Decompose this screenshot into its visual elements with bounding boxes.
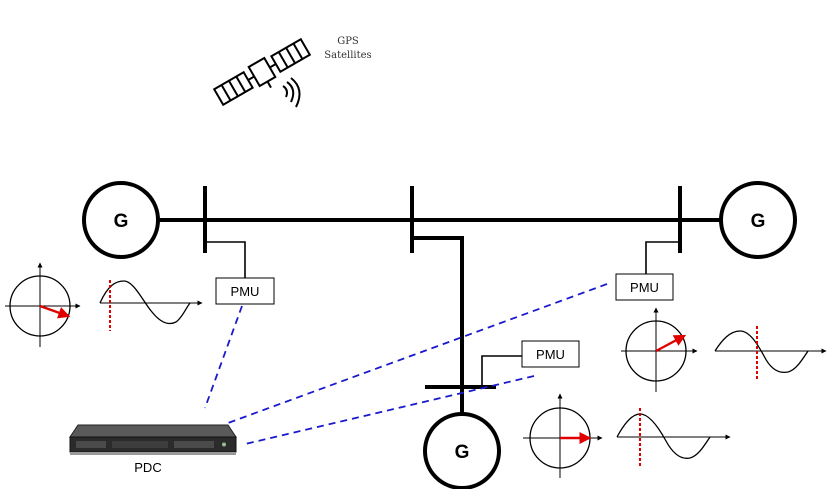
pmu-connections [205,241,680,387]
communication-links [204,283,608,445]
pmu-left: PMU [215,277,275,305]
generator-bottom-label: G [455,442,470,463]
generator-bottom: G [423,412,501,489]
signal-waves-icon [282,77,301,108]
phasor-diagram-bottom [523,393,603,478]
phasor-diagram-left [5,262,81,347]
generator-right: G [719,181,797,259]
pmu-center-label: PMU [536,347,565,362]
phasor-diagram-right [621,307,698,392]
gps-label-line2: Satellites [324,50,371,61]
waveform-left [99,280,203,331]
waveform-bottom [616,408,731,466]
pmu-center: PMU [521,340,580,368]
gps-label-line1: GPS [337,36,359,47]
gps-satellite-icon [212,37,312,107]
pmu-left-label: PMU [231,284,260,299]
generator-right-label: G [751,211,766,232]
pmu-right: PMU [615,273,674,301]
generator-left-label: G [114,211,129,232]
pdc-label: PDC [134,460,161,475]
pmu-right-label: PMU [630,280,659,295]
waveform-right [714,326,827,381]
pdc-server-icon [69,424,237,455]
generator-left: G [82,181,160,259]
